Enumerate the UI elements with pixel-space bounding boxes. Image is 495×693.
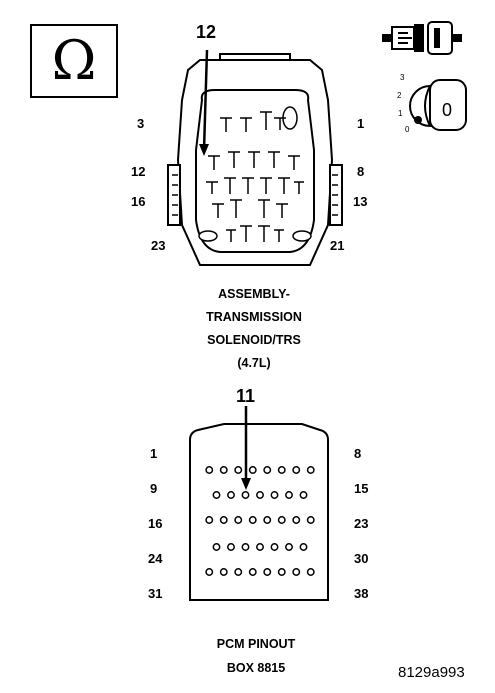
pcm-pin-hole xyxy=(277,466,286,474)
pcm-pin-hole xyxy=(285,543,293,551)
ignition-key-label: 0 xyxy=(442,100,452,120)
pcm-pin-hole xyxy=(205,516,214,524)
pcm-pin-hole xyxy=(306,568,315,576)
solenoid-connector-diagram xyxy=(167,49,343,266)
caption-line: BOX 8815 xyxy=(226,661,286,675)
ignition-switch-icon: 3 2 1 0 0 xyxy=(397,73,467,134)
pcm-pin-hole xyxy=(205,466,214,474)
caption-line: ASSEMBLY- xyxy=(218,287,290,301)
pcm-pin-hole xyxy=(292,466,301,474)
caption-line: (4.7L) xyxy=(237,356,271,370)
ignition-position-label: 1 xyxy=(398,109,403,118)
pcm-pin-hole xyxy=(263,516,272,524)
pcm-caption: PCM PINOUT BOX 8815 xyxy=(166,632,346,680)
pcm-right-pin-label: 23 xyxy=(354,516,369,531)
figure-code: 8129a993 xyxy=(398,664,465,681)
pcm-pin-hole xyxy=(219,568,228,576)
pcm-pin-hole xyxy=(241,491,250,499)
pcm-pin-hole xyxy=(212,543,221,551)
pcm-pin-hole xyxy=(306,516,315,524)
solenoid-caption: ASSEMBLY- TRANSMISSION SOLENOID/TRS (4.7… xyxy=(164,283,344,375)
ignition-position-label: 2 xyxy=(397,91,402,100)
pcm-right-pin-label: 8 xyxy=(354,446,362,461)
pcm-pin-hole xyxy=(248,568,257,576)
solenoid-pin-label: 1 xyxy=(357,116,365,131)
caption-line: PCM PINOUT xyxy=(216,637,296,651)
pcm-pin-hole xyxy=(256,543,264,551)
pcm-pin-hole xyxy=(219,516,228,524)
connector-disconnect-icon xyxy=(382,21,462,55)
solenoid-pin-label: 8 xyxy=(357,164,365,179)
pcm-pin-hole xyxy=(234,516,243,524)
pcm-callout-pin: 11 xyxy=(236,386,256,406)
ignition-position-label: 0 xyxy=(405,125,410,134)
pcm-pin-hole xyxy=(205,568,214,576)
pcm-pin-hole xyxy=(234,568,243,576)
pcm-pin-hole xyxy=(299,543,308,551)
ignition-position-label: 3 xyxy=(400,73,405,82)
pcm-left-pin-label: 31 xyxy=(148,586,163,601)
pcm-right-pin-label: 38 xyxy=(354,586,369,601)
pcm-left-pin-label: 16 xyxy=(148,516,163,531)
solenoid-pin-label: 23 xyxy=(151,238,166,253)
pcm-pin-hole xyxy=(234,466,243,474)
pcm-pin-hole xyxy=(227,543,235,551)
solenoid-pin-label: 3 xyxy=(137,116,145,131)
pcm-pin-hole xyxy=(285,491,293,499)
ohmmeter-symbol-box: Ω xyxy=(30,24,118,98)
pcm-left-pin-label: 9 xyxy=(150,481,158,496)
pcm-left-pin-label: 24 xyxy=(148,551,163,566)
pcm-pin-hole xyxy=(227,491,235,499)
pcm-pin-hole xyxy=(241,543,250,551)
pcm-pin-hole xyxy=(277,516,286,524)
pcm-right-pin-label: 15 xyxy=(354,481,369,496)
solenoid-pin-label: 21 xyxy=(330,238,345,253)
pcm-pin-hole xyxy=(277,568,286,576)
pcm-pin-hole xyxy=(212,491,221,499)
caption-line: TRANSMISSION xyxy=(206,310,302,324)
pcm-pin-hole xyxy=(248,466,257,474)
pcm-connector-diagram xyxy=(189,406,329,601)
solenoid-pin-label: 16 xyxy=(131,194,146,209)
solenoid-pin-label: 13 xyxy=(353,194,368,209)
pcm-pin-hole xyxy=(292,516,301,524)
pcm-right-pin-label: 30 xyxy=(354,551,369,566)
pcm-pin-hole xyxy=(263,466,272,474)
caption-line: SOLENOID/TRS xyxy=(207,333,301,347)
solenoid-callout-pin: 12 xyxy=(196,22,217,42)
ohm-symbol-icon: Ω xyxy=(51,29,97,92)
pcm-pin-hole xyxy=(270,543,279,551)
pcm-pin-hole xyxy=(263,568,272,576)
pcm-pin-hole xyxy=(248,516,257,524)
pcm-left-pin-label: 1 xyxy=(150,446,158,461)
pcm-pin-hole xyxy=(219,466,228,474)
pcm-pin-hole xyxy=(306,466,315,474)
pcm-pin-hole xyxy=(292,568,301,576)
pcm-pin-hole xyxy=(299,491,308,499)
pcm-pin-hole xyxy=(256,491,264,499)
pcm-pin-hole xyxy=(270,491,279,499)
solenoid-pin-label: 12 xyxy=(131,164,146,179)
